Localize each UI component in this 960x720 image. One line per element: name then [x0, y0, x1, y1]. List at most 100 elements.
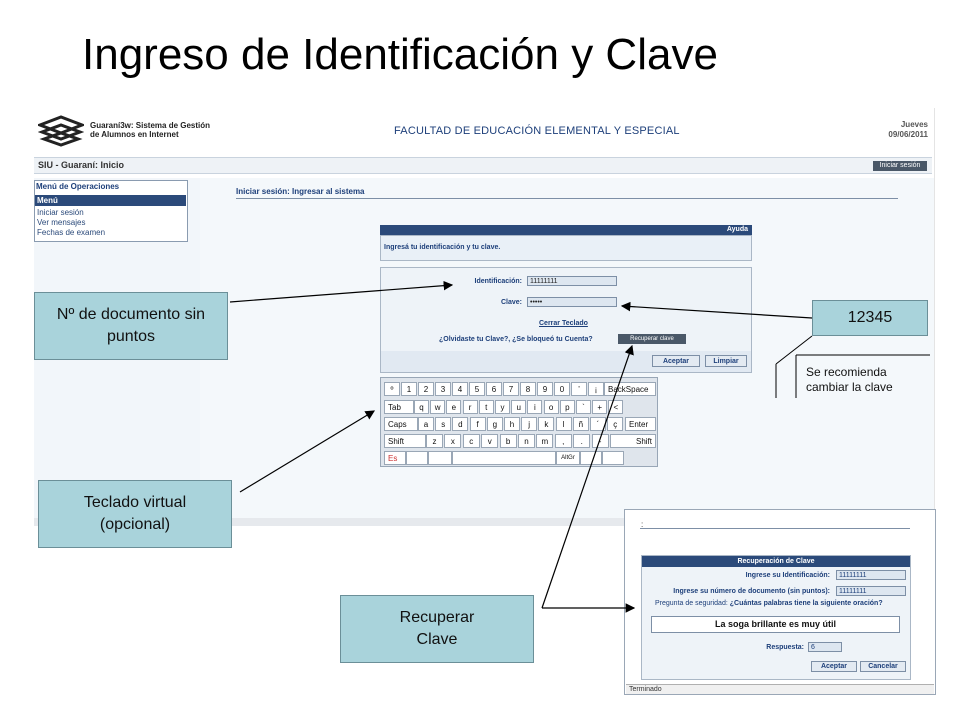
slide-title: Ingreso de Identificación y Clave: [82, 30, 718, 79]
key-row4-3[interactable]: v: [481, 434, 499, 448]
callout-document: Nº de documento sin puntos: [34, 292, 228, 360]
help-label[interactable]: Ayuda: [726, 226, 748, 233]
key-row1-7[interactable]: 7: [503, 382, 519, 396]
key-altgr[interactable]: AltGr: [556, 451, 580, 465]
brand-text: Guaraní3w: Sistema de Gestión de Alumnos…: [90, 121, 220, 139]
key-blank-4[interactable]: [602, 451, 624, 465]
section-divider: [236, 198, 898, 199]
key-row3-4[interactable]: g: [486, 417, 503, 431]
key-backspace[interactable]: BackSpace: [604, 382, 656, 396]
recovery-doc-input[interactable]: [836, 586, 906, 596]
menu-item-iniciar-sesion[interactable]: Iniciar sesión: [37, 208, 84, 217]
key-row1-12[interactable]: ¡: [588, 382, 604, 396]
key-row2-1[interactable]: w: [430, 400, 446, 414]
key-row3-11[interactable]: ç: [607, 417, 624, 431]
key-row3-5[interactable]: h: [504, 417, 520, 431]
key-blank-1[interactable]: [406, 451, 428, 465]
accept-button[interactable]: Aceptar: [652, 355, 700, 367]
note-pointer-1: [775, 335, 813, 365]
menu-item-ver-mensajes[interactable]: Ver mensajes: [37, 218, 86, 227]
key-row4-9[interactable]: -: [591, 434, 609, 448]
note-line-2: cambiar la clave: [806, 380, 893, 394]
operations-menu: [34, 180, 188, 242]
id-input[interactable]: [527, 276, 617, 286]
key-row1-6[interactable]: 6: [486, 382, 502, 396]
recovery-accept-button[interactable]: Aceptar: [811, 661, 857, 672]
key-row1-8[interactable]: 8: [520, 382, 536, 396]
key-row2-9[interactable]: p: [559, 400, 575, 414]
key-row2-11[interactable]: +: [592, 400, 608, 414]
key-row1-0[interactable]: º: [384, 382, 400, 396]
key-row1-9[interactable]: 9: [537, 382, 553, 396]
day-label: Jueves: [900, 120, 928, 129]
key-row3-7[interactable]: k: [538, 417, 555, 431]
security-question: Pregunta de seguridad: ¿Cuántas palabras…: [655, 600, 895, 608]
key-row3-9[interactable]: ñ: [572, 417, 589, 431]
recovery-colon: :: [641, 520, 644, 529]
key-row2-3[interactable]: r: [462, 400, 478, 414]
callout-document-text: Nº de documento sin puntos: [56, 306, 206, 345]
key-row3-3[interactable]: f: [469, 417, 486, 431]
key-row4-4[interactable]: b: [499, 434, 517, 448]
key-row1-11[interactable]: ’: [571, 382, 587, 396]
key-row4-8[interactable]: .: [573, 434, 591, 448]
key-row3-2[interactable]: d: [452, 417, 469, 431]
password-label: Clave:: [500, 299, 522, 306]
clear-button[interactable]: Limpiar: [705, 355, 747, 367]
menu-item-fechas-examen[interactable]: Fechas de examen: [37, 228, 106, 237]
key-row2-8[interactable]: o: [543, 400, 559, 414]
key-row2-10[interactable]: `: [576, 400, 591, 414]
key-row4-6[interactable]: m: [536, 434, 554, 448]
header-date: Jueves 09/06/2011: [860, 120, 928, 140]
key-row1-10[interactable]: 0: [554, 382, 570, 396]
menu-heading: Menú de Operaciones: [36, 182, 120, 191]
key-row1-5[interactable]: 5: [469, 382, 485, 396]
key-row1-1[interactable]: 1: [401, 382, 417, 396]
key-row4-5[interactable]: n: [518, 434, 535, 448]
brand-line-2: de Alumnos en Internet: [90, 130, 179, 139]
key-row3-6[interactable]: j: [521, 417, 538, 431]
key-enter[interactable]: Enter: [625, 417, 656, 431]
brand-line-1: Guaraní3w: Sistema de Gestión: [90, 121, 211, 130]
key-blank-2[interactable]: [428, 451, 452, 465]
key-space[interactable]: [452, 451, 556, 465]
login-nav-button[interactable]: Iniciar sesión: [873, 161, 927, 171]
key-row2-5[interactable]: y: [495, 400, 510, 414]
callout-keyboard: Teclado virtual (opcional): [38, 480, 232, 548]
key-row4-0[interactable]: z: [426, 434, 443, 448]
arrow-keyboard: [239, 410, 376, 493]
callout-recover: Recuperar Clave: [340, 595, 534, 663]
recover-password-button[interactable]: Recuperar clave: [618, 334, 686, 344]
answer-input[interactable]: [808, 642, 842, 652]
callout-recover-text: Recuperar Clave: [399, 609, 475, 648]
key-row2-4[interactable]: t: [478, 400, 494, 414]
key-row4-1[interactable]: x: [444, 434, 462, 448]
password-input[interactable]: [527, 297, 617, 307]
section-title: Iniciar sesión: Ingresar al sistema: [236, 187, 365, 196]
key-caps[interactable]: Caps: [384, 417, 418, 431]
key-language-es[interactable]: Es: [384, 451, 406, 465]
key-row2-6[interactable]: u: [511, 400, 527, 414]
key-row1-4[interactable]: 4: [452, 382, 468, 396]
key-tab[interactable]: Tab: [384, 400, 414, 414]
key-row4-7[interactable]: ,: [554, 434, 572, 448]
header-divider: [34, 157, 932, 158]
recovery-cancel-button[interactable]: Cancelar: [860, 661, 906, 672]
recovery-id-input[interactable]: [836, 570, 906, 580]
key-row3-0[interactable]: a: [418, 417, 434, 431]
recovery-divider: [640, 528, 910, 529]
key-row2-0[interactable]: q: [414, 400, 429, 414]
key-row2-2[interactable]: e: [446, 400, 462, 414]
key-row1-3[interactable]: 3: [435, 382, 451, 396]
password-note: Se recomienda cambiar la clave: [806, 365, 893, 395]
key-shift-left[interactable]: Shift: [384, 434, 426, 448]
key-row3-1[interactable]: s: [435, 417, 452, 431]
key-row3-8[interactable]: l: [555, 417, 572, 431]
key-row2-7[interactable]: i: [527, 400, 543, 414]
key-row1-2[interactable]: 2: [418, 382, 434, 396]
key-shift-right[interactable]: Shift: [610, 434, 656, 448]
key-row4-2[interactable]: c: [462, 434, 480, 448]
close-keyboard-link[interactable]: Cerrar Teclado: [539, 320, 588, 327]
help-bar[interactable]: Ayuda: [380, 225, 752, 235]
